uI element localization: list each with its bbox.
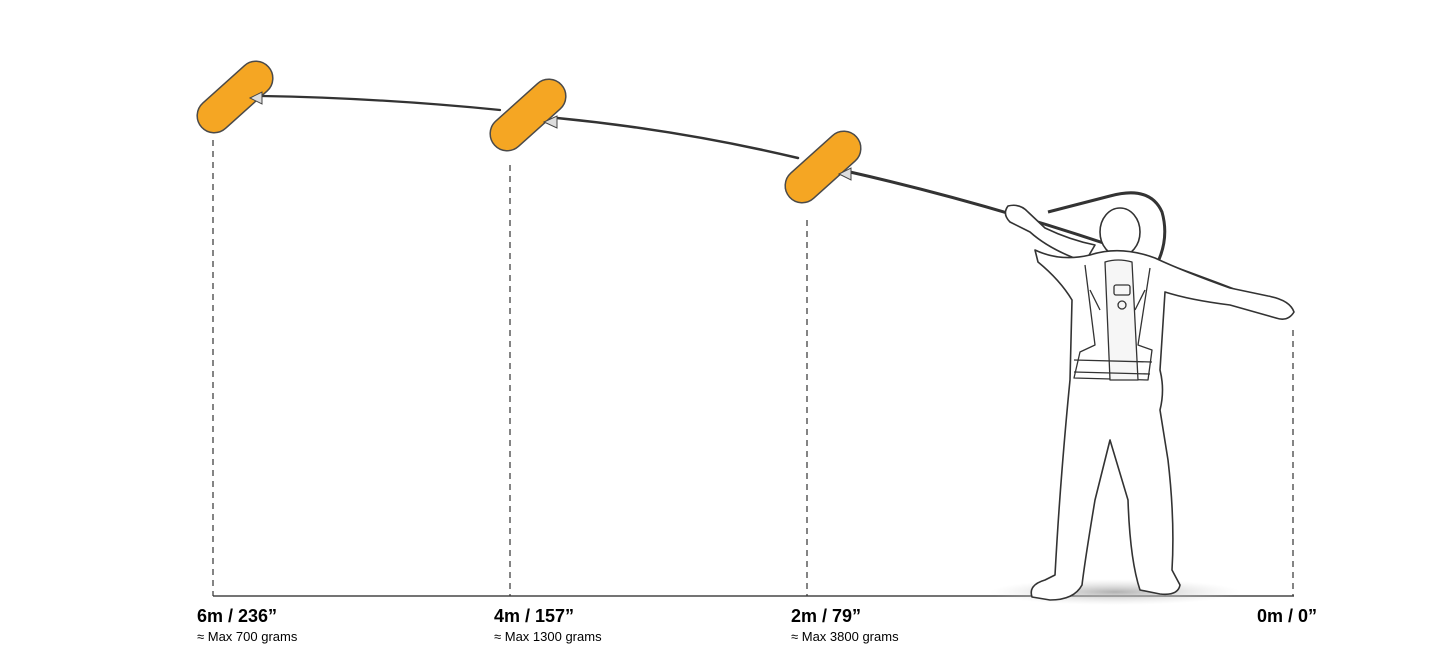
support-vest-icon — [1073, 259, 1153, 381]
operator-shadow — [990, 579, 1240, 605]
boom-microphone-icon — [489, 78, 567, 152]
distance-label-2m: 2m / 79” — [791, 606, 862, 626]
distance-label-6m: 6m / 236” — [197, 606, 278, 626]
boom-microphone-icon — [196, 60, 274, 134]
boom-pole-4m — [555, 116, 800, 160]
boom-microphone-icon — [784, 130, 862, 204]
load-label-2m: ≈ Max 3800 grams — [791, 629, 899, 644]
load-label-4m: ≈ Max 1300 grams — [494, 629, 602, 644]
support-vest-icon — [1047, 191, 1167, 269]
boom-pole-6m — [260, 94, 502, 112]
distance-label-4m: 4m / 157” — [494, 606, 575, 626]
distance-guides — [212, 140, 1294, 596]
distance-label-0m: 0m / 0” — [1257, 606, 1318, 626]
load-label-6m: ≈ Max 700 grams — [197, 629, 298, 644]
boom-operator-figure — [1004, 191, 1295, 601]
